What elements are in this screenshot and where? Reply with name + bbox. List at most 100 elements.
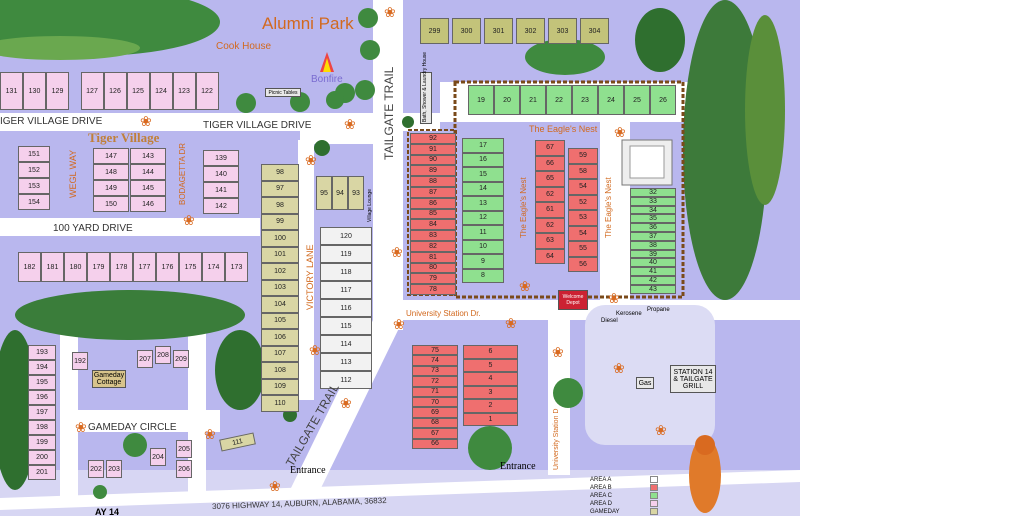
- lot-8[interactable]: 8: [462, 268, 504, 283]
- lot-99[interactable]: 99: [261, 213, 299, 230]
- lot-62[interactable]: 62: [535, 217, 565, 233]
- lot-42[interactable]: 42: [630, 276, 676, 285]
- lot-24[interactable]: 24: [598, 85, 624, 115]
- lot-67[interactable]: 67: [412, 428, 458, 439]
- lot-40[interactable]: 40: [630, 258, 676, 268]
- lot-19[interactable]: 19: [468, 85, 494, 115]
- lot-15[interactable]: 15: [462, 167, 504, 182]
- lot-143[interactable]: 143: [130, 148, 166, 164]
- lot-140[interactable]: 140: [203, 166, 239, 182]
- lot-108[interactable]: 108: [261, 362, 299, 379]
- lot-153[interactable]: 153: [18, 178, 50, 194]
- lot-22[interactable]: 22: [546, 85, 572, 115]
- lot-53[interactable]: 53: [568, 210, 598, 226]
- lot-178[interactable]: 178: [110, 252, 133, 282]
- lot-201[interactable]: 201: [28, 465, 56, 480]
- lot-98[interactable]: 98: [261, 164, 299, 181]
- lot-126[interactable]: 126: [103, 72, 127, 110]
- lot-144[interactable]: 144: [130, 164, 166, 180]
- lot-107[interactable]: 107: [261, 345, 299, 362]
- lot-83[interactable]: 83: [410, 230, 456, 241]
- lot-141[interactable]: 141: [203, 182, 239, 198]
- lot-72[interactable]: 72: [412, 376, 458, 387]
- lot-181[interactable]: 181: [41, 252, 64, 282]
- lot-154[interactable]: 154: [18, 194, 50, 210]
- lot-130[interactable]: 130: [23, 72, 46, 110]
- lot-179[interactable]: 179: [87, 252, 110, 282]
- lot-89[interactable]: 89: [410, 165, 456, 177]
- lot-116[interactable]: 116: [320, 299, 372, 317]
- lot-52[interactable]: 52: [568, 194, 598, 210]
- lot-122[interactable]: 122: [195, 72, 219, 110]
- lot-14[interactable]: 14: [462, 181, 504, 196]
- lot-200[interactable]: 200: [28, 450, 56, 465]
- lot-148[interactable]: 148: [93, 164, 129, 180]
- lot-12[interactable]: 12: [462, 210, 504, 225]
- lot-101[interactable]: 101: [261, 246, 299, 263]
- lot-21[interactable]: 21: [520, 85, 546, 115]
- lot-131[interactable]: 131: [0, 72, 23, 110]
- lot-299[interactable]: 299: [420, 18, 449, 44]
- lot-195[interactable]: 195: [28, 375, 56, 390]
- lot-118[interactable]: 118: [320, 263, 372, 281]
- lot-78[interactable]: 78: [410, 284, 456, 295]
- lot-192[interactable]: 192: [72, 352, 88, 370]
- lot-11[interactable]: 11: [462, 225, 504, 240]
- lot-198[interactable]: 198: [28, 420, 56, 435]
- lot-84[interactable]: 84: [410, 219, 456, 231]
- lot-63[interactable]: 63: [535, 233, 565, 249]
- lot-59[interactable]: 59: [568, 148, 598, 164]
- lot-100[interactable]: 100: [261, 230, 299, 247]
- lot-55[interactable]: 55: [568, 241, 598, 257]
- lot-303[interactable]: 303: [548, 18, 577, 44]
- lot-54[interactable]: 54: [568, 179, 598, 195]
- lot-64[interactable]: 64: [535, 248, 565, 264]
- lot-67[interactable]: 67: [535, 140, 565, 156]
- lot-199[interactable]: 199: [28, 435, 56, 450]
- lot-73[interactable]: 73: [412, 365, 458, 377]
- lot-92[interactable]: 92: [410, 133, 456, 144]
- lot-193[interactable]: 193: [28, 345, 56, 360]
- lot-113[interactable]: 113: [320, 353, 372, 371]
- lot-69[interactable]: 69: [412, 407, 458, 418]
- lot-180[interactable]: 180: [64, 252, 87, 282]
- lot-33[interactable]: 33: [630, 196, 676, 206]
- lot-203[interactable]: 203: [106, 460, 122, 478]
- lot-86[interactable]: 86: [410, 197, 456, 209]
- lot-98[interactable]: 98: [261, 197, 299, 214]
- lot-70[interactable]: 70: [412, 397, 458, 408]
- lot-36[interactable]: 36: [630, 223, 676, 232]
- lot-23[interactable]: 23: [572, 85, 598, 115]
- lot-71[interactable]: 71: [412, 386, 458, 397]
- lot-125[interactable]: 125: [126, 72, 150, 110]
- lot-300[interactable]: 300: [452, 18, 481, 44]
- lot-194[interactable]: 194: [28, 360, 56, 375]
- lot-26[interactable]: 26: [650, 85, 676, 115]
- lot-61[interactable]: 61: [535, 202, 565, 218]
- lot-106[interactable]: 106: [261, 329, 299, 346]
- lot-5[interactable]: 5: [463, 358, 518, 372]
- lot-152[interactable]: 152: [18, 162, 50, 178]
- lot-173[interactable]: 173: [225, 252, 248, 282]
- lot-6[interactable]: 6: [463, 345, 518, 359]
- lot-109[interactable]: 109: [261, 378, 299, 395]
- lot-54[interactable]: 54: [568, 225, 598, 241]
- lot-302[interactable]: 302: [516, 18, 545, 44]
- lot-16[interactable]: 16: [462, 152, 504, 167]
- lot-102[interactable]: 102: [261, 263, 299, 280]
- lot-97[interactable]: 97: [261, 180, 299, 197]
- lot-119[interactable]: 119: [320, 245, 372, 263]
- lot-35[interactable]: 35: [630, 214, 676, 224]
- lot-105[interactable]: 105: [261, 312, 299, 329]
- lot-88[interactable]: 88: [410, 176, 456, 187]
- lot-174[interactable]: 174: [202, 252, 225, 282]
- lot-114[interactable]: 114: [320, 335, 372, 353]
- lot-3[interactable]: 3: [463, 385, 518, 399]
- lot-80[interactable]: 80: [410, 262, 456, 274]
- lot-65[interactable]: 65: [535, 171, 565, 187]
- lot-175[interactable]: 175: [179, 252, 202, 282]
- lot-139[interactable]: 139: [203, 150, 239, 166]
- lot-82[interactable]: 82: [410, 241, 456, 252]
- lot-34[interactable]: 34: [630, 205, 676, 215]
- lot-142[interactable]: 142: [203, 198, 239, 214]
